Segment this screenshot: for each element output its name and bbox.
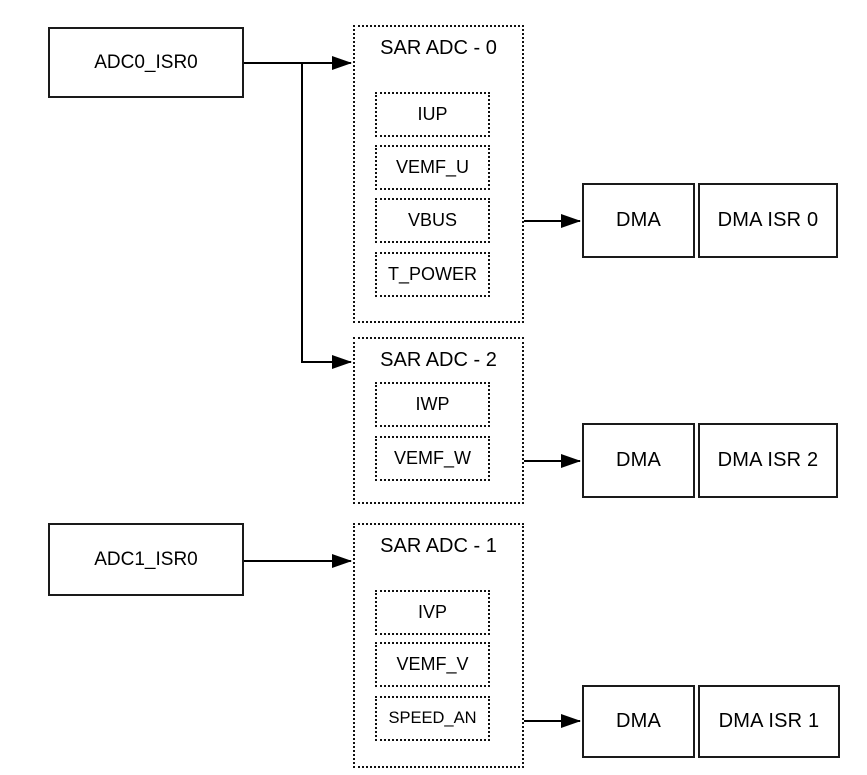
channel-iwp: IWP (375, 382, 490, 427)
channel-t-power: T_POWER (375, 252, 490, 297)
channel-speed-an-label: SPEED_AN (388, 709, 477, 727)
box-dma-2: DMA (582, 423, 695, 498)
group-sar-adc-1-title: SAR ADC - 1 (380, 535, 497, 557)
channel-t-power-label: T_POWER (387, 264, 477, 284)
group-sar-adc-1: SAR ADC - 1 IVP VEMF_V SPEED_AN (353, 523, 524, 768)
box-dma-2-label: DMA (615, 449, 662, 471)
box-dma-isr-1-label: DMA ISR 1 (718, 710, 820, 732)
box-adc0-isr0: ADC0_ISR0 (48, 27, 244, 98)
channel-iwp-label: IWP (415, 394, 450, 414)
box-dma-1: DMA (582, 685, 695, 758)
box-adc1-isr0: ADC1_ISR0 (48, 523, 244, 596)
group-sar-adc-0-title: SAR ADC - 0 (380, 37, 497, 59)
channel-vbus-label: VBUS (407, 210, 458, 230)
channel-vbus: VBUS (375, 198, 490, 243)
channel-ivp-label: IVP (417, 602, 447, 622)
connector-adc0-branch-to-saradc2 (301, 63, 352, 369)
channel-vemf-w-label: VEMF_W (393, 448, 471, 468)
box-adc0-isr0-label: ADC0_ISR0 (94, 51, 198, 73)
channel-speed-an: SPEED_AN (375, 696, 490, 741)
box-dma-isr-0: DMA ISR 0 (698, 183, 838, 258)
group-sar-adc-2-title: SAR ADC - 2 (380, 349, 497, 371)
box-dma-1-label: DMA (615, 710, 662, 732)
box-dma-isr-1: DMA ISR 1 (698, 685, 840, 758)
box-dma-isr-2-label: DMA ISR 2 (717, 449, 819, 471)
group-sar-adc-0: SAR ADC - 0 IUP VEMF_U VBUS T_POWER (353, 25, 524, 323)
box-dma-0-label: DMA (615, 209, 662, 231)
channel-iup: IUP (375, 92, 490, 137)
box-dma-isr-0-label: DMA ISR 0 (717, 209, 819, 231)
channel-vemf-w: VEMF_W (375, 436, 490, 481)
channel-ivp: IVP (375, 590, 490, 635)
group-sar-adc-2: SAR ADC - 2 IWP VEMF_W (353, 337, 524, 504)
box-dma-isr-2: DMA ISR 2 (698, 423, 838, 498)
box-dma-0: DMA (582, 183, 695, 258)
channel-vemf-u: VEMF_U (375, 145, 490, 190)
channel-vemf-v: VEMF_V (375, 642, 490, 687)
channel-vemf-v-label: VEMF_V (396, 654, 469, 674)
box-adc1-isr0-label: ADC1_ISR0 (94, 548, 198, 570)
channel-iup-label: IUP (417, 104, 448, 124)
channel-vemf-u-label: VEMF_U (395, 157, 469, 177)
